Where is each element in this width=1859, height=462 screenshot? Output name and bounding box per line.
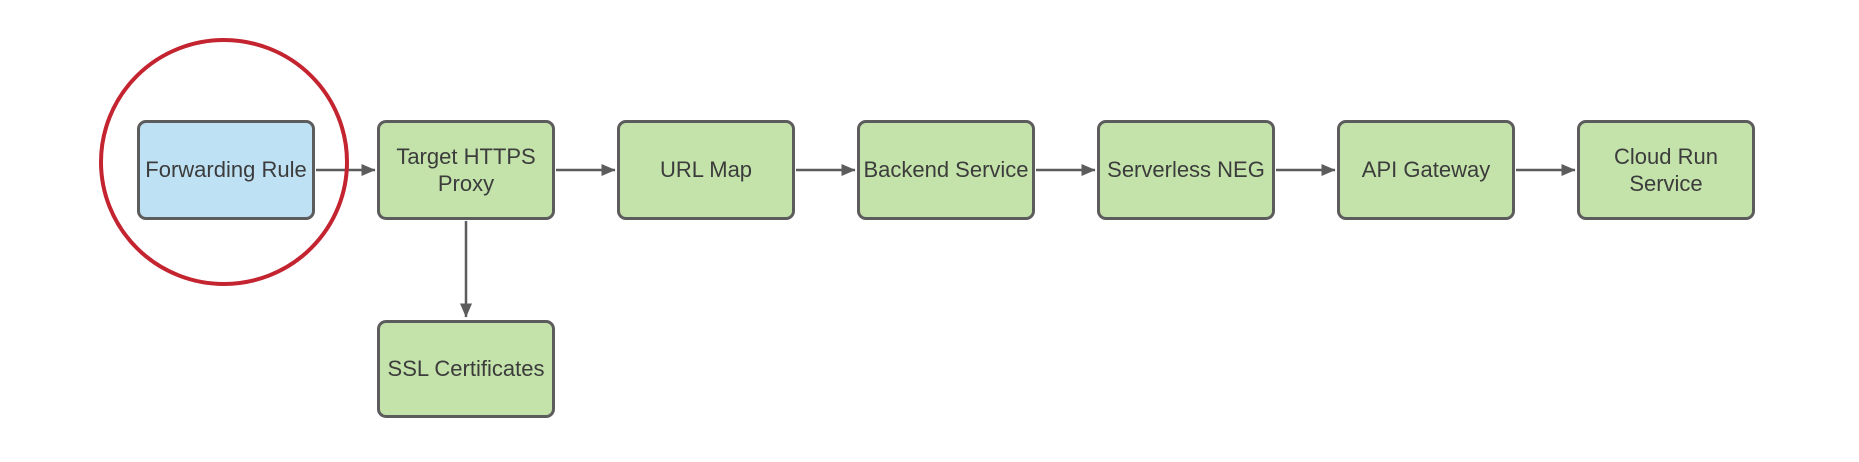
flow-node-cloud-run-service: Cloud Run Service [1577,120,1755,220]
flow-node-ssl-certificates: SSL Certificates [377,320,555,418]
flow-node-api-gateway: API Gateway [1337,120,1515,220]
flow-node-label: Cloud Run Service [1614,143,1718,197]
flow-node-label: SSL Certificates [387,356,545,382]
flow-node-label: URL Map [659,157,753,183]
flow-node-forwarding-rule: Forwarding Rule [137,120,315,220]
flow-node-label: Forwarding Rule [145,157,307,183]
flow-node-target-https-proxy: Target HTTPS Proxy [377,120,555,220]
flow-node-url-map: URL Map [617,120,795,220]
flow-node-label: Serverless NEG [1107,157,1265,183]
flow-node-label: Backend Service [863,157,1029,183]
flow-node-backend-service: Backend Service [857,120,1035,220]
flow-node-label: Target HTTPS Proxy [396,143,536,197]
flow-node-label: API Gateway [1361,157,1491,183]
flow-node-serverless-neg: Serverless NEG [1097,120,1275,220]
